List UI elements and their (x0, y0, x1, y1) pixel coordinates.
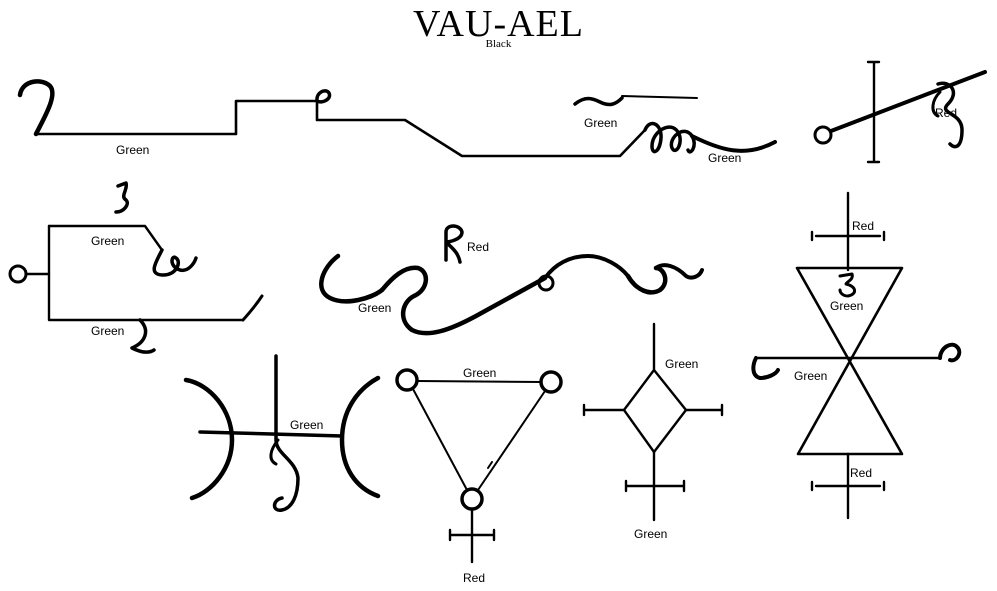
label-red-hourglass-bottom: Red (850, 466, 873, 480)
page-title: VAU-AEL (413, 3, 584, 45)
label-green-triangle: Green (463, 366, 497, 380)
label-green-wave: Green (358, 301, 392, 315)
label-green-bracket-bottom: Green (91, 324, 125, 338)
label-green-crescent: Green (290, 418, 324, 432)
middle-wave-sigil (319, 224, 704, 336)
top-right-sigil (813, 60, 987, 164)
label-green-hourglass-top: Green (830, 299, 864, 313)
label-green-wave-top: Green (584, 116, 618, 130)
label-green-diamond-top: Green (665, 357, 699, 371)
bottom-diamond-sigil (582, 322, 724, 522)
page-subtitle: Black (485, 38, 512, 50)
right-hourglass-sigil (751, 191, 962, 520)
label-green-diamond-bottom: Green (634, 527, 668, 541)
label-red-wave: Red (467, 240, 490, 254)
label-red-triangle: Red (463, 571, 486, 585)
label-green-top-line: Green (116, 143, 150, 157)
label-green-bracket-top: Green (91, 234, 125, 248)
label-red-top-right: Red (935, 106, 958, 120)
bottom-crescent-sigil (183, 354, 381, 512)
top-line-sigil (17, 79, 777, 158)
bottom-triangle-sigil (395, 368, 563, 564)
label-green-hourglass-mid: Green (794, 369, 828, 383)
left-bracket-sigil (8, 181, 264, 354)
label-red-hourglass-top: Red (852, 219, 875, 233)
label-green-scroll: Green (708, 151, 742, 165)
